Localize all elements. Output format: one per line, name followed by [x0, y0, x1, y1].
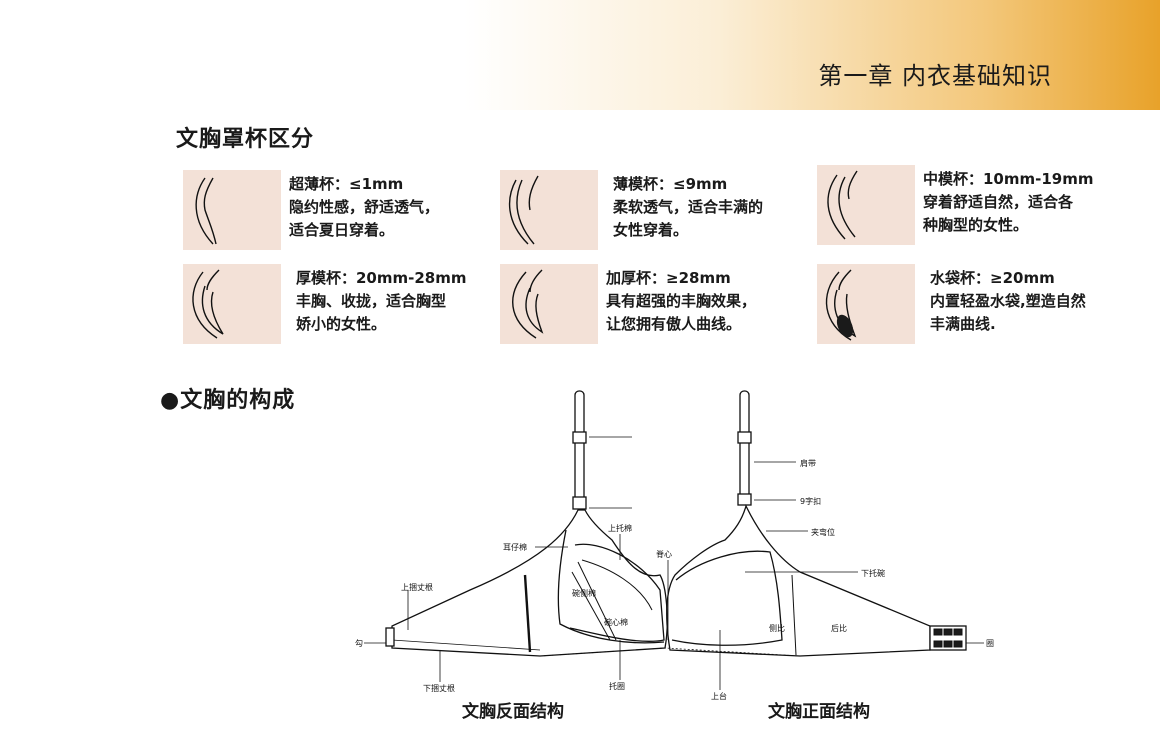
- header-band: [0, 0, 1160, 110]
- right-nine-buckle: [737, 493, 752, 506]
- section-title-cup-types: 文胸罩杯区分: [176, 126, 315, 152]
- front-cup: [671, 550, 783, 646]
- left-strap: [574, 390, 585, 506]
- back-cup-inner: [569, 543, 665, 642]
- back-view-outline: [391, 509, 668, 657]
- label-side-panel: 侧比: [769, 623, 785, 633]
- left-nine-buckle: [572, 496, 587, 510]
- label-nine-buckle: 9字扣: [800, 496, 821, 506]
- label-bottom-edge: 上台: [711, 691, 727, 701]
- label-ring: 圈: [986, 639, 994, 648]
- right-strap-slider: [737, 431, 752, 444]
- side-pad-line-2: [571, 571, 611, 641]
- label-hook: 勾: [355, 638, 363, 648]
- cup-illustration-thick-mold: [183, 264, 281, 344]
- label-lower-pad: 下托碗: [861, 568, 885, 578]
- side-boning: [523, 574, 532, 653]
- cup-illustration-extra-thick: [500, 264, 598, 344]
- front-view-outline: [666, 504, 931, 657]
- section-title-bra-structure: ●文胸的构成: [160, 387, 296, 413]
- chapter-title: 第一章 内衣基础知识: [818, 62, 1052, 90]
- label-back-panel: 后比: [831, 623, 847, 633]
- label-shoulder-strap: 肩带: [800, 458, 816, 468]
- label-upper-pad: 上托棉: [608, 523, 632, 533]
- right-strap: [739, 390, 750, 502]
- cup-illustration-ultra-thin: [183, 170, 281, 250]
- back-underwire: [557, 529, 665, 644]
- label-center-gore: 脊心: [656, 549, 672, 559]
- cup-illustration-water-bag: [817, 264, 915, 344]
- label-underwire: 托圈: [609, 681, 625, 691]
- hook: [385, 627, 395, 647]
- label-upper-band-root: 上捆丈根: [401, 582, 433, 592]
- label-center-pad: 碗心棉: [604, 617, 628, 627]
- side-pad-line-1: [577, 561, 617, 641]
- front-side-seam: [791, 574, 797, 656]
- cup-illustration-medium-mold: [817, 165, 915, 245]
- cup-illustration-thin-mold: [500, 170, 598, 250]
- caption-front-structure: 文胸正面结构: [768, 702, 870, 722]
- band-lower-line: [391, 639, 541, 651]
- label-ear-pad: 耳仔棉: [503, 542, 527, 552]
- label-lower-band-root: 下捆丈根: [423, 683, 455, 693]
- label-armpit-position: 夹弯位: [811, 527, 835, 537]
- lace-edge: [539, 647, 801, 657]
- center-pad-line: [581, 559, 653, 611]
- label-side-pad: 碗侧棉: [572, 588, 596, 598]
- caption-back-structure: 文胸反面结构: [462, 702, 564, 722]
- left-strap-slider: [572, 431, 587, 444]
